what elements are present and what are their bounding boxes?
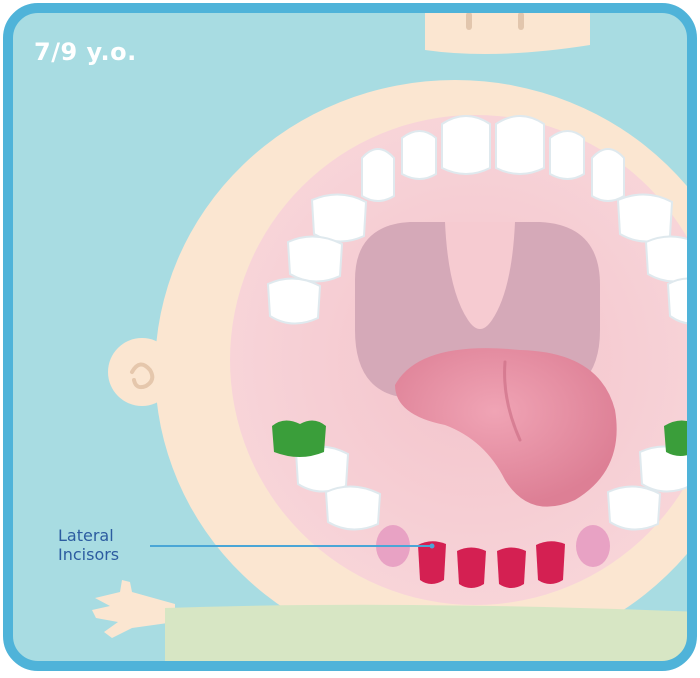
upper-molar (618, 194, 672, 241)
canine-bud (576, 525, 610, 567)
eye-mark (518, 12, 524, 30)
erupting-molar (272, 420, 326, 457)
eye-mark (466, 12, 472, 30)
upper-canine (362, 149, 394, 201)
age-label: 7/9 y.o. (34, 38, 137, 66)
lower-central-incisor (457, 548, 486, 589)
upper-molar (312, 194, 366, 241)
upper-molar (268, 278, 320, 323)
upper-lateral-incisor (402, 131, 436, 179)
lower-lateral-incisor (536, 541, 565, 584)
lower-central-incisor (497, 548, 526, 589)
upper-canine (592, 149, 624, 201)
sleeve (165, 605, 700, 666)
callout-label-line2: Incisors (58, 545, 119, 564)
lower-molar (326, 486, 380, 529)
upper-central-incisor (442, 116, 490, 174)
upper-central-incisor (496, 116, 544, 174)
callout-label: Lateral Incisors (58, 526, 119, 564)
head-top (425, 8, 590, 54)
upper-lateral-incisor (550, 131, 584, 179)
callout-label-line1: Lateral (58, 526, 119, 545)
upper-molar (288, 236, 342, 281)
callout-dot (430, 544, 435, 549)
lower-molar (608, 486, 660, 529)
